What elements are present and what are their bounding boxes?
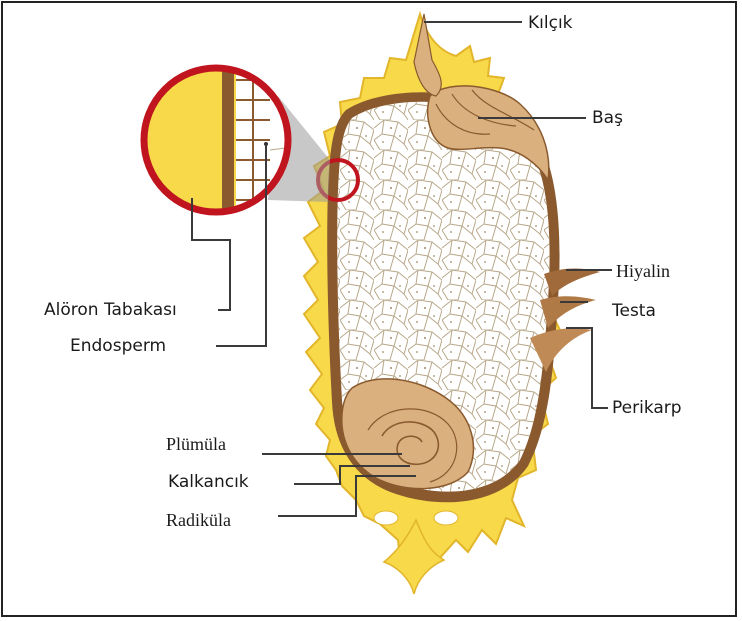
label-perikarp: Perikarp bbox=[612, 398, 682, 418]
label-kilcik: Kılçık bbox=[528, 13, 573, 33]
hyaline-layer bbox=[544, 269, 600, 297]
label-radikula: Radiküla bbox=[166, 510, 231, 530]
label-endosperm: Endosperm bbox=[70, 336, 166, 356]
label-testa: Testa bbox=[612, 301, 656, 321]
testa-layer bbox=[540, 296, 596, 328]
label-kalkancik: Kalkancık bbox=[168, 472, 249, 492]
label-plumula: Plümüla bbox=[166, 434, 226, 454]
label-bas: Baş bbox=[592, 108, 623, 128]
label-hiyalin: Hiyalin bbox=[616, 261, 670, 281]
label-aloron: Alöron Tabakası bbox=[44, 300, 177, 320]
